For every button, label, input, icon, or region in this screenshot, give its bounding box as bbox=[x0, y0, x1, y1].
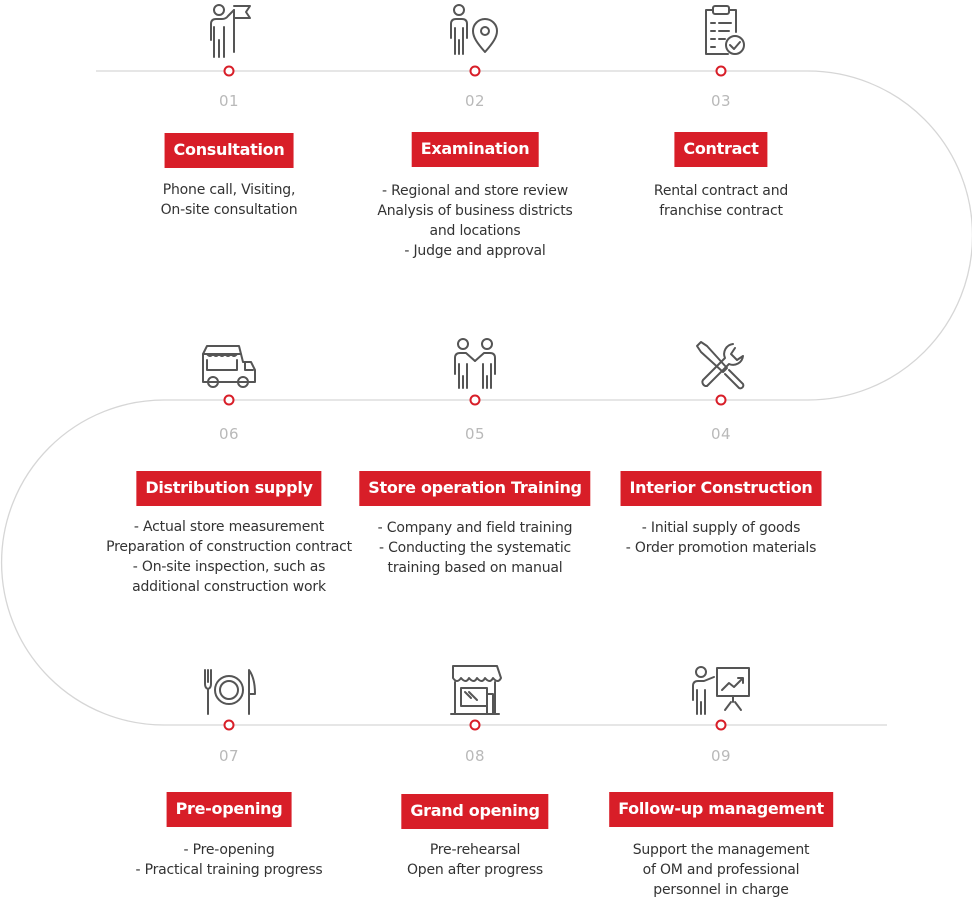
step-title: Interior Construction bbox=[620, 471, 822, 506]
step-title: Pre-opening bbox=[166, 792, 292, 827]
step-title: Grand opening bbox=[401, 794, 549, 829]
step-description-line: Analysis of business districts bbox=[377, 203, 573, 219]
step-number: 05 bbox=[464, 425, 486, 443]
step-description-line: franchise contract bbox=[659, 203, 783, 219]
step-description-line: personnel in charge bbox=[653, 882, 789, 898]
plate-cutlery-icon bbox=[197, 658, 261, 722]
step-description-line: Support the management bbox=[632, 842, 810, 858]
step-number: 04 bbox=[710, 425, 732, 443]
track-node-05 bbox=[469, 394, 481, 406]
clipboard-check-icon bbox=[689, 0, 753, 64]
step-description-line: Pre-rehearsal bbox=[429, 842, 521, 858]
step-description-line: of OM and professional bbox=[642, 862, 800, 878]
step-description-line: - On-site inspection, such as bbox=[132, 559, 326, 575]
track-node-06 bbox=[223, 394, 235, 406]
step-title: Examination bbox=[411, 132, 539, 167]
step-title: Follow-up management bbox=[609, 792, 833, 827]
step-number: 06 bbox=[218, 425, 240, 443]
step-title: Distribution supply bbox=[136, 471, 322, 506]
step-number: 08 bbox=[464, 747, 486, 765]
person-location-pin-icon bbox=[443, 0, 507, 64]
track-node-01 bbox=[223, 65, 235, 77]
flag-person-icon bbox=[197, 0, 261, 64]
step-description-line: - Practical training progress bbox=[135, 862, 323, 878]
step-description-line: Open after progress bbox=[406, 862, 544, 878]
step-description-line: - Pre-opening bbox=[183, 842, 275, 858]
presentation-board-icon bbox=[689, 658, 753, 722]
track-node-09 bbox=[715, 719, 727, 731]
tools-icon bbox=[689, 334, 753, 398]
step-title: Store operation Training bbox=[359, 471, 591, 506]
step-title: Consultation bbox=[164, 133, 294, 168]
step-description: - Pre-opening - Practical training progre… bbox=[99, 840, 359, 880]
step-description: - Initial supply of goods - Order promoti… bbox=[591, 518, 851, 558]
track-node-07 bbox=[223, 719, 235, 731]
step-description: Rental contract and franchise contract bbox=[591, 181, 851, 221]
storefront-icon bbox=[443, 658, 507, 722]
step-number: 01 bbox=[218, 92, 240, 110]
step-description-line: - Order promotion materials bbox=[625, 540, 817, 556]
track-line bbox=[0, 70, 972, 726]
step-description-line: additional construction work bbox=[132, 579, 326, 595]
step-description-line: - Conducting the systematic bbox=[378, 540, 572, 556]
step-number: 09 bbox=[710, 747, 732, 765]
step-description-line: and locations bbox=[429, 223, 521, 239]
step-description-line: training based on manual bbox=[387, 560, 563, 576]
step-number: 07 bbox=[218, 747, 240, 765]
step-description-line: - Judge and approval bbox=[404, 243, 546, 259]
track-node-08 bbox=[469, 719, 481, 731]
two-people-icon bbox=[443, 334, 507, 398]
step-description-line: Rental contract and bbox=[653, 183, 789, 199]
step-description-line: Phone call, Visiting, bbox=[162, 182, 296, 198]
step-number: 03 bbox=[710, 92, 732, 110]
step-description-line: On-site consultation bbox=[160, 202, 298, 218]
track-node-03 bbox=[715, 65, 727, 77]
delivery-truck-icon bbox=[197, 334, 261, 398]
step-description-line: - Regional and store review bbox=[382, 183, 568, 199]
step-description: - Company and field training - Conducting… bbox=[345, 518, 605, 578]
step-number: 02 bbox=[464, 92, 486, 110]
step-description: Phone call, Visiting, On-site consultatio… bbox=[99, 180, 359, 220]
step-title: Contract bbox=[674, 132, 768, 167]
step-description-line: - Initial supply of goods bbox=[641, 520, 801, 536]
track-node-02 bbox=[469, 65, 481, 77]
step-description-line: - Company and field training bbox=[377, 520, 573, 536]
step-description-line: Preparation of construction contract bbox=[106, 539, 352, 555]
step-description-line: - Actual store measurement bbox=[133, 519, 325, 535]
track-node-04 bbox=[715, 394, 727, 406]
track-nodes bbox=[223, 65, 727, 731]
step-description: Support the management of OM and professi… bbox=[591, 840, 851, 899]
